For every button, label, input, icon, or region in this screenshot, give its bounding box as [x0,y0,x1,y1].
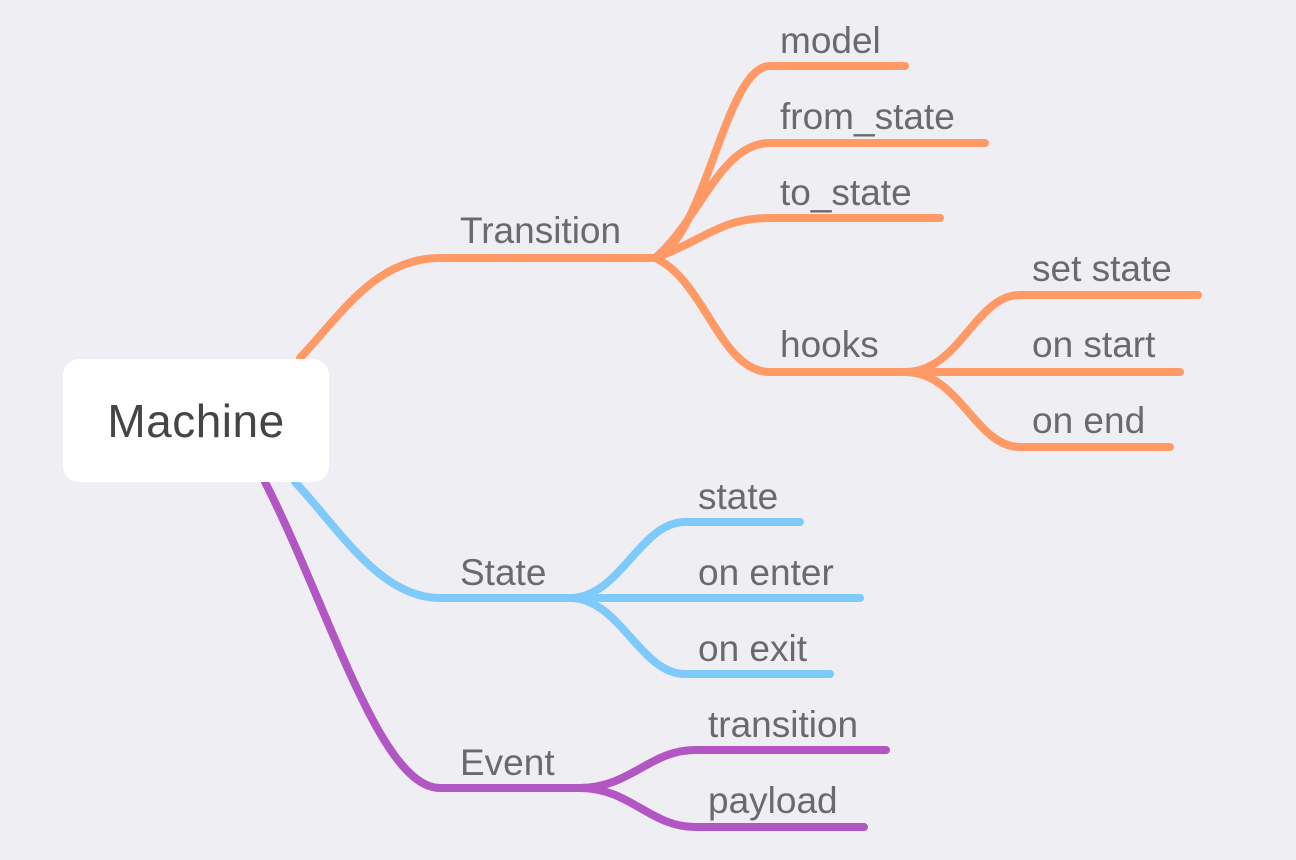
root-node[interactable]: Machine [63,359,329,482]
root-node-label: Machine [107,394,285,447]
node-on-end[interactable]: on end [1032,400,1146,441]
link-state-on-exit [566,594,834,678]
node-payload[interactable]: payload [708,780,838,821]
node-state-branch[interactable]: State [460,552,547,593]
link-hooks-on-end [901,368,1174,451]
node-to-state[interactable]: to_state [780,172,912,213]
node-hooks[interactable]: hooks [780,324,879,365]
node-transition-event[interactable]: transition [708,704,859,745]
link-transition-to-state [651,214,944,262]
link-transition-hooks [651,254,909,376]
node-set-state[interactable]: set state [1032,248,1172,289]
link-machine-event [261,478,584,792]
node-state[interactable]: state [698,476,779,517]
node-on-exit[interactable]: on exit [698,628,808,669]
node-model[interactable]: model [780,20,881,61]
link-transition-model [651,62,909,262]
link-event-payload [576,784,868,831]
node-on-start[interactable]: on start [1032,324,1156,365]
node-from-state[interactable]: from_state [780,96,955,137]
node-on-enter[interactable]: on enter [698,552,834,593]
node-transition[interactable]: Transition [460,210,622,251]
link-machine-state [291,478,574,602]
link-transition-from-state [651,139,989,262]
node-event[interactable]: Event [460,742,555,783]
link-machine-transition [296,254,659,362]
